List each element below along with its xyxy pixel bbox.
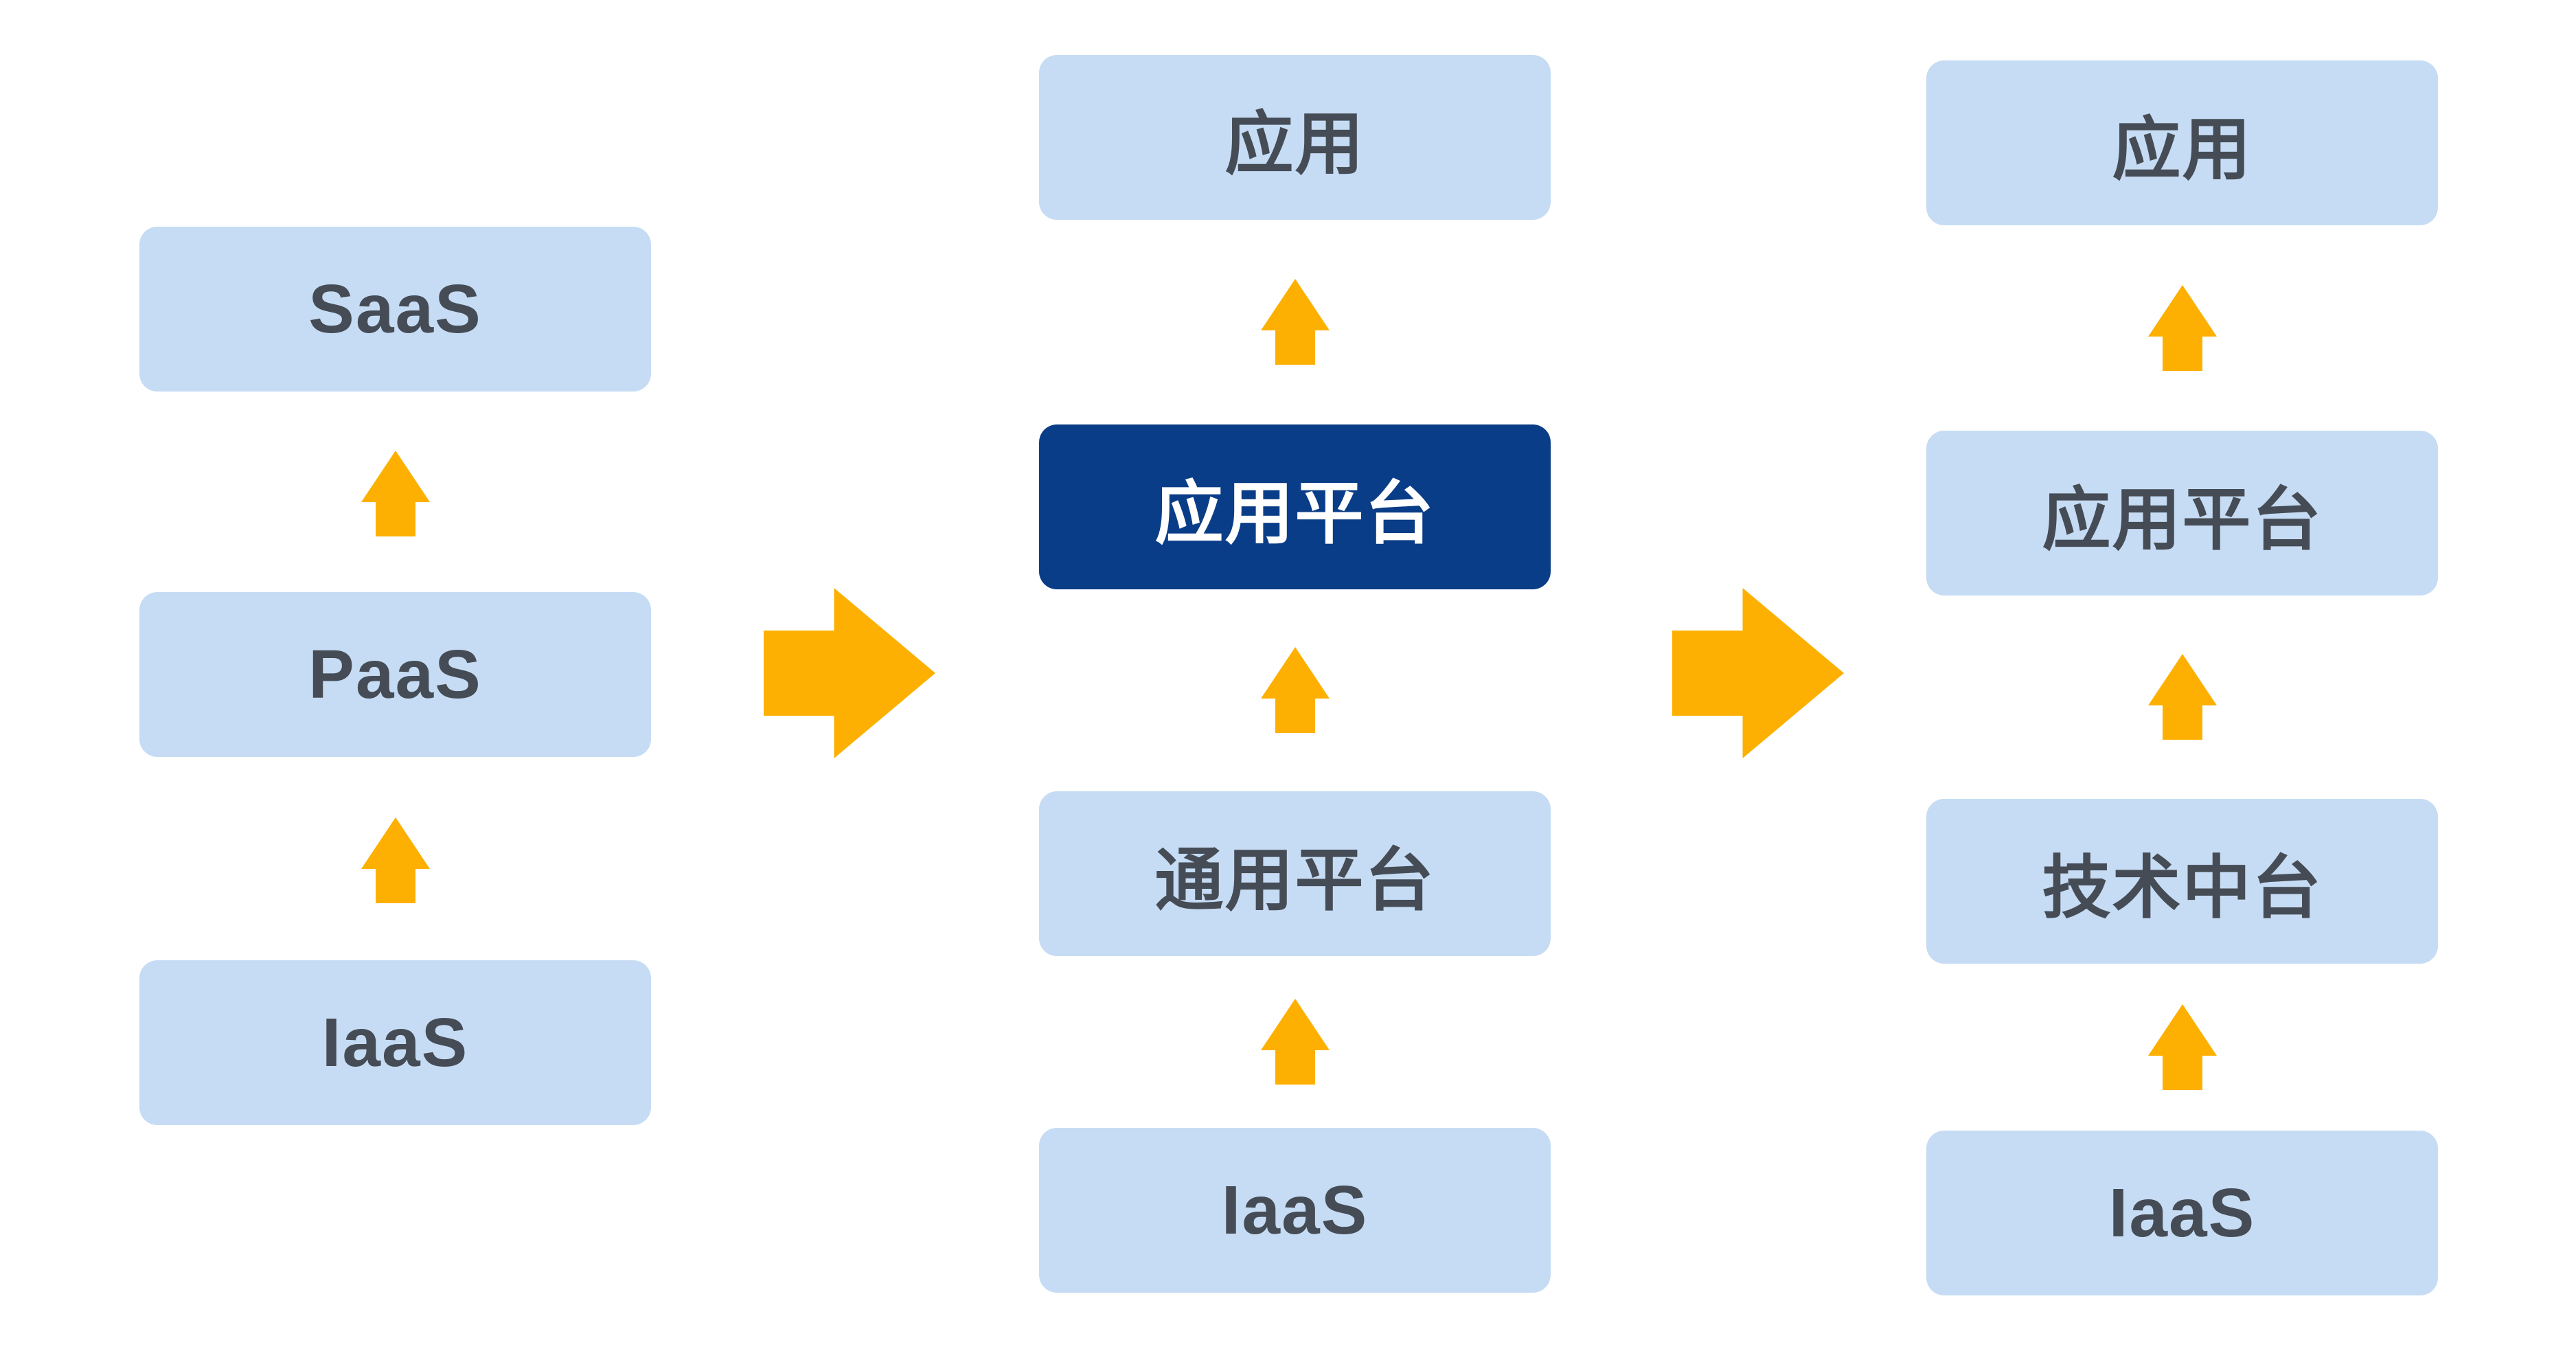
box-app-middle-label: 应用 <box>1224 105 1365 183</box>
box-paas-label: PaaS <box>308 635 482 713</box>
box-app-platform-right-label: 应用平台 <box>2042 481 2323 558</box>
box-tech-middle-platform: 技术中台 <box>1926 799 2438 964</box>
box-iaas-middle: IaaS <box>1039 1128 1551 1293</box>
box-iaas-right-label: IaaS <box>2108 1174 2256 1251</box>
right-arrow-icon <box>764 588 935 758</box>
box-app-right-label: 应用 <box>2112 111 2253 188</box>
box-iaas-left-label: IaaS <box>321 1004 469 1081</box>
up-arrow-icon <box>361 817 430 903</box>
box-app-middle: 应用 <box>1039 55 1551 220</box>
box-app-platform-right: 应用平台 <box>1926 431 2438 596</box>
box-app-platform-highlight: 应用平台 <box>1039 424 1551 589</box>
up-arrow-icon <box>2148 1004 2217 1090</box>
box-iaas-middle-label: IaaS <box>1221 1171 1369 1249</box>
box-general-platform-label: 通用平台 <box>1154 841 1435 919</box>
box-saas-label: SaaS <box>308 270 482 348</box>
up-arrow-icon <box>2148 285 2217 371</box>
box-app-platform-highlight-label: 应用平台 <box>1154 475 1435 552</box>
up-arrow-icon <box>1261 999 1330 1085</box>
up-arrow-icon <box>1261 279 1330 365</box>
box-iaas-right: IaaS <box>1926 1131 2438 1295</box>
box-general-platform: 通用平台 <box>1039 791 1551 956</box>
box-saas: SaaS <box>139 227 651 392</box>
right-arrow-icon <box>1672 588 1844 758</box>
box-app-right: 应用 <box>1926 60 2438 225</box>
up-arrow-icon <box>1261 647 1330 733</box>
box-paas: PaaS <box>139 592 651 757</box>
up-arrow-icon <box>361 451 430 536</box>
up-arrow-icon <box>2148 654 2217 740</box>
box-tech-middle-platform-label: 技术中台 <box>2042 849 2323 927</box>
box-iaas-left: IaaS <box>139 960 651 1125</box>
